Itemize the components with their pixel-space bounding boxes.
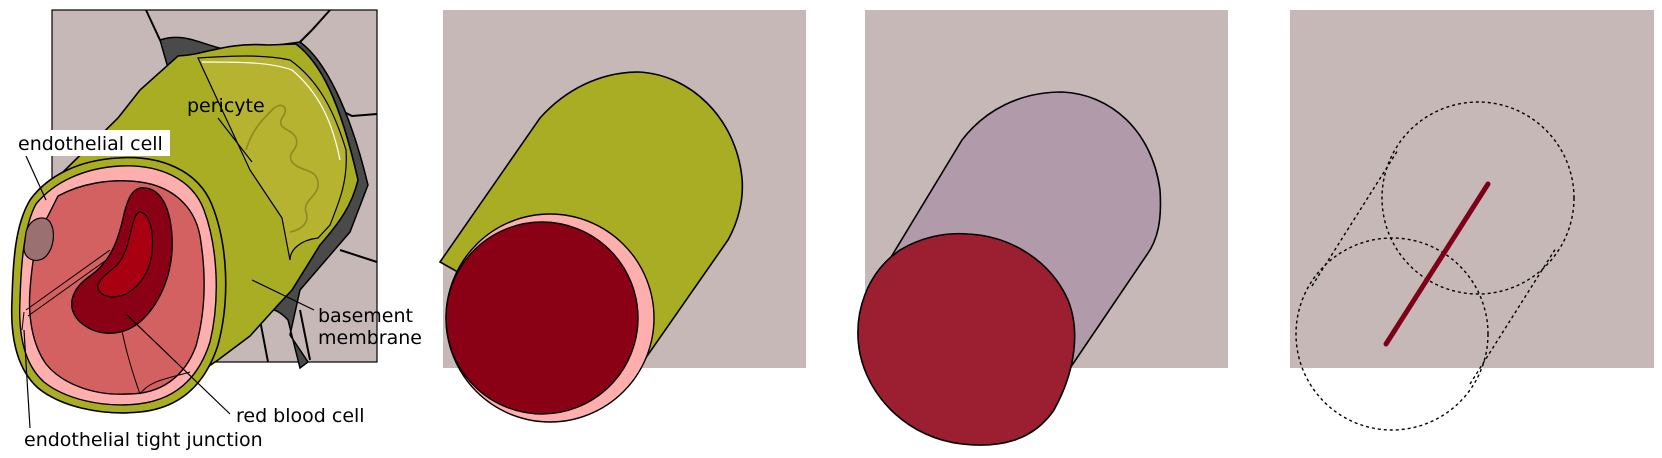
dotted-circle-far (1381, 101, 1575, 295)
panel-simplified-vessel (438, 10, 806, 423)
pointer-endothelial-tight-junction (23, 329, 31, 429)
pointer-pericyte (217, 117, 253, 163)
dotted-edge-right (1469, 247, 1557, 385)
vessel-lumen-2 (445, 221, 639, 415)
red-blood-cell-center (97, 211, 154, 298)
pointer-red-blood-cell (125, 313, 231, 415)
red-blood-cell-3 (857, 232, 1076, 446)
vessel-centerline-rod (1383, 181, 1491, 347)
pointer-endothelial-cell (25, 155, 47, 201)
panel-detailed-cross-section: pericyte endothelial cell basement membr… (10, 9, 422, 451)
label-pericyte: pericyte (187, 95, 265, 117)
dotted-cylinder (1295, 101, 1575, 431)
panel-vessel-with-rbc (857, 10, 1228, 446)
dotted-circle-near (1295, 237, 1489, 431)
endothelial-nucleus (23, 217, 54, 261)
tight-junction (21, 249, 113, 331)
pericyte-cell-body (197, 55, 347, 261)
tissue-background-4 (1290, 10, 1654, 368)
label-endothelial-cell: endothelial cell (18, 133, 163, 155)
label-box-endothelial-cell (14, 130, 170, 156)
label-red-blood-cell: red blood cell (236, 405, 365, 427)
label-basement-membrane-line1: basement (318, 305, 413, 327)
pericyte-nucleus (245, 104, 319, 233)
panel-line-abstraction (1290, 10, 1654, 431)
dotted-edge-left (1311, 149, 1399, 287)
label-endothelial-tight-junction: endothelial tight junction (24, 429, 263, 451)
label-basement-membrane-line2: membrane (318, 327, 422, 349)
pericyte-process-outline (201, 61, 341, 161)
pointer-basement-membrane (251, 279, 315, 311)
